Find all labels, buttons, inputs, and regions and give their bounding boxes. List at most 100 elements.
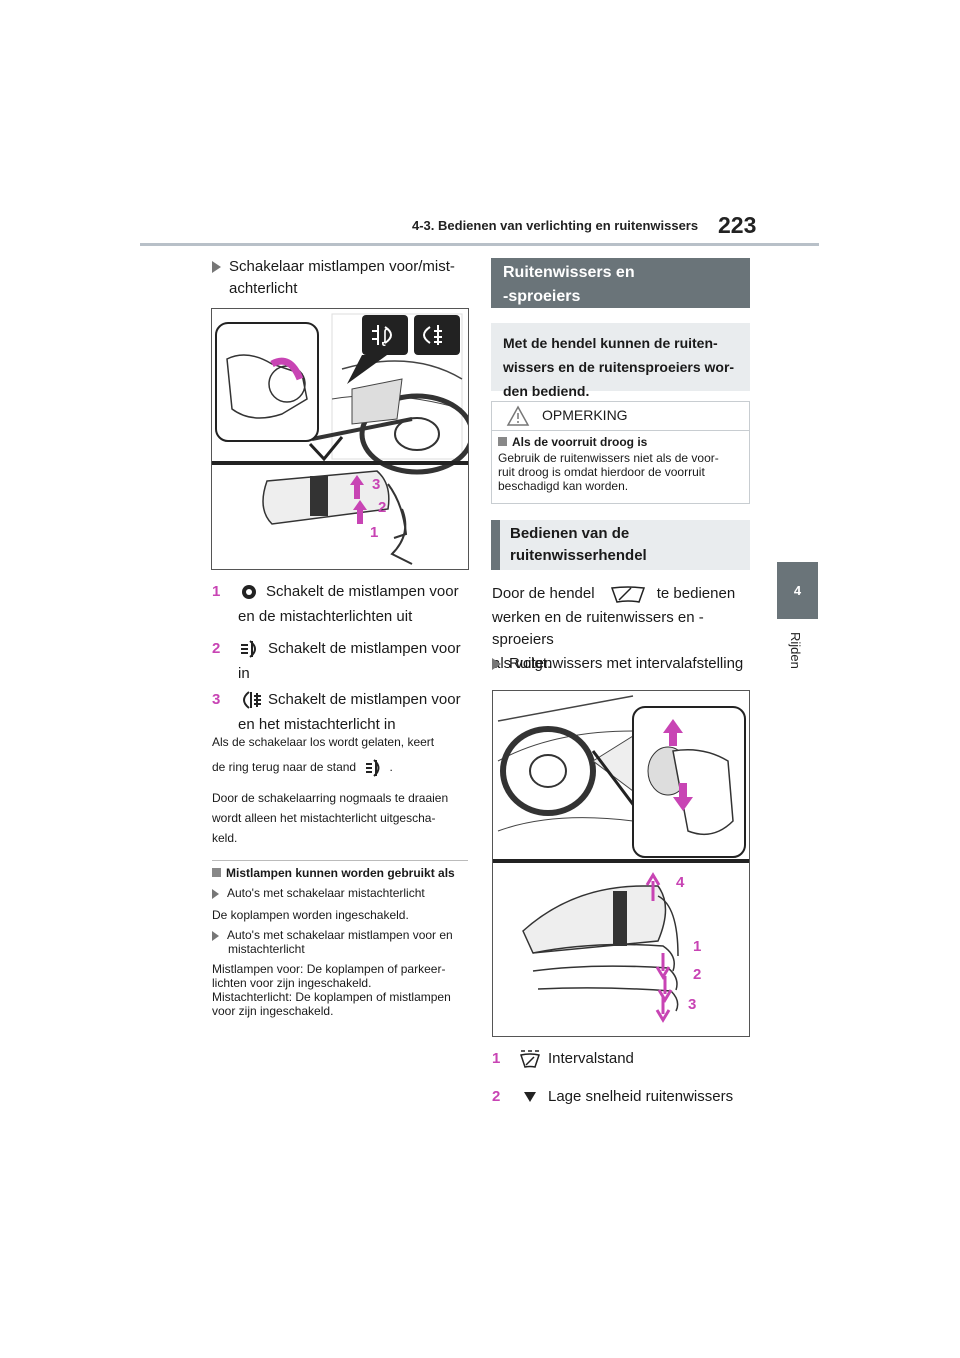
case-text: lichten voor zijn ingeschakeld. bbox=[212, 976, 372, 990]
note-rear-off: Door de schakelaarring nogmaals te draai… bbox=[212, 788, 472, 848]
fog-case-2: Auto's met schakelaar mistlampen voor en… bbox=[212, 928, 472, 1018]
left-heading-line1: Schakelaar mistlampen voor/mist- bbox=[229, 258, 455, 275]
warning-triangle-icon bbox=[506, 405, 530, 426]
note-punct: . bbox=[389, 760, 393, 774]
caution-line: beschadigd kan worden. bbox=[498, 479, 629, 493]
subsection-title-line1: Bedienen van de bbox=[510, 525, 630, 542]
note-line: Als de schakelaar los wordt gelaten, kee… bbox=[212, 735, 435, 749]
down-triangle-icon bbox=[524, 1092, 536, 1103]
callout-1: 1 bbox=[693, 938, 701, 955]
wiper-item-2: 2 Lage snelheid ruitenwissers bbox=[492, 1086, 754, 1108]
item-number: 2 bbox=[212, 640, 221, 657]
intro-box: Met de hendel kunnen de ruiten- wissers … bbox=[491, 323, 750, 399]
intro-line: Met de hendel kunnen de ruiten- bbox=[503, 335, 718, 351]
fog-item-2: 2 Schakelt de mistlampen voor in bbox=[212, 638, 472, 685]
fog-usage-heading-text: Mistlampen kunnen worden gebruikt als bbox=[226, 866, 455, 880]
wiper-bullet: Ruitenwissers met intervalafstelling bbox=[492, 653, 754, 675]
section-title-line2: -sproeiers bbox=[503, 288, 581, 305]
intermittent-wiper-icon bbox=[520, 1050, 540, 1068]
item-text: Intervalstand bbox=[548, 1050, 634, 1067]
case-title-line2: mistachterlicht bbox=[228, 942, 305, 956]
section-title-line1: Ruitenwissers en bbox=[503, 264, 635, 281]
front-fog-lamp-icon bbox=[366, 759, 380, 777]
wiper-lever-figure: 4 1 2 3 bbox=[492, 690, 750, 1037]
square-bullet-icon bbox=[212, 868, 221, 877]
off-ring-icon bbox=[242, 585, 256, 600]
fog-case-1: Auto's met schakelaar mistachterlicht De… bbox=[212, 886, 472, 922]
callout-1: 1 bbox=[370, 524, 378, 541]
rear-fog-lamp-icon bbox=[243, 691, 261, 709]
left-heading: Schakelaar mistlampen voor/mist- achterl… bbox=[212, 256, 472, 300]
note-line: keld. bbox=[212, 831, 238, 845]
body-text: als volgt. bbox=[492, 655, 552, 672]
wiper-item-1: 1 Intervalstand bbox=[492, 1048, 754, 1070]
caution-subheading: Als de voorruit droog is bbox=[492, 431, 749, 449]
page-number: 223 bbox=[718, 212, 757, 238]
item-number: 2 bbox=[492, 1088, 501, 1105]
bullet-arrow-icon bbox=[212, 930, 219, 941]
caution-line: ruit droog is omdat hierdoor de voorruit bbox=[498, 465, 705, 479]
wiper-lever-icon bbox=[610, 586, 645, 603]
item-text-line2: en de mistachterlichten uit bbox=[238, 608, 413, 625]
caution-header: OPMERKING bbox=[492, 402, 749, 431]
case-title: Auto's met schakelaar mistachterlicht bbox=[227, 886, 425, 900]
note-return: Als de schakelaar los wordt gelaten, kee… bbox=[212, 732, 472, 777]
divider bbox=[212, 860, 468, 861]
wiper-bullet-text: Ruitenwissers met intervalafstelling bbox=[509, 655, 744, 672]
item-number: 3 bbox=[212, 691, 221, 708]
item-text: Schakelt de mistlampen voor bbox=[268, 691, 461, 708]
item-number: 1 bbox=[212, 583, 221, 600]
case-text: voor zijn ingeschakeld. bbox=[212, 1004, 334, 1018]
body-text: werken en de ruitenwissers en -sproeiers bbox=[492, 609, 704, 648]
item-text-line2: in bbox=[238, 665, 250, 682]
body-text: Door de hendel bbox=[492, 585, 595, 602]
subsection-wiper-lever: Bedienen van de ruitenwisserhendel bbox=[491, 520, 750, 570]
fog-switch-figure: ᶘ 3 2 1 bbox=[211, 308, 469, 570]
case-text: Mistachterlicht: De koplampen of mistlam… bbox=[212, 990, 451, 1004]
item-text: Schakelt de mistlampen voor bbox=[268, 640, 461, 657]
case-text: De koplampen worden ingeschakeld. bbox=[212, 908, 409, 922]
callout-3: 3 bbox=[372, 476, 380, 493]
item-number: 1 bbox=[492, 1050, 501, 1067]
header-rule bbox=[140, 243, 819, 246]
caution-title: OPMERKING bbox=[542, 407, 628, 423]
caution-line: Gebruik de ruitenwissers niet als de voo… bbox=[498, 451, 719, 465]
intro-line: wissers en de ruitensproeiers wor- bbox=[503, 359, 735, 375]
callout-2: 2 bbox=[693, 966, 701, 983]
intro-line: den bediend. bbox=[503, 383, 590, 399]
callout-3: 3 bbox=[688, 996, 696, 1013]
callout-4: 4 bbox=[676, 874, 685, 891]
caution-box: OPMERKING Als de voorruit droog is Gebru… bbox=[491, 401, 750, 504]
note-line: Door de schakelaarring nogmaals te draai… bbox=[212, 791, 449, 805]
bullet-arrow-icon bbox=[212, 888, 219, 899]
note-line: de ring terug naar de stand bbox=[212, 760, 357, 774]
body-text: te bedienen bbox=[656, 585, 736, 602]
bullet-arrow-icon bbox=[492, 658, 501, 671]
item-text-line2: en het mistachterlicht in bbox=[238, 716, 396, 733]
chapter-label: Rijden bbox=[785, 632, 809, 682]
case-title: Auto's met schakelaar mistlampen voor en bbox=[227, 928, 453, 942]
fog-item-1: 1 Schakelt de mistlampen voor en de mista… bbox=[212, 581, 472, 628]
fog-switch-illustration: ᶘ 3 2 1 bbox=[212, 313, 468, 565]
subsection-title-line2: ruitenwisserhendel bbox=[510, 547, 647, 564]
bullet-arrow-icon bbox=[212, 261, 221, 274]
left-heading-line2: achterlicht bbox=[229, 280, 298, 297]
wiper-lever-illustration: 4 1 2 3 bbox=[493, 695, 749, 1023]
fog-usage-heading: Mistlampen kunnen worden gebruikt als bbox=[212, 866, 472, 880]
running-header: 4-3. Bedienen van verlichting en ruitenw… bbox=[412, 218, 699, 233]
caution-subheading-text: Als de voorruit droog is bbox=[512, 435, 648, 449]
chapter-label-text: Rijden bbox=[788, 632, 803, 669]
fog-item-3: 3 Schakelt de mistlampen voor en het mist… bbox=[212, 689, 472, 736]
svg-text:ᶘ: ᶘ bbox=[382, 326, 389, 347]
square-bullet-icon bbox=[498, 437, 507, 446]
item-text: Schakelt de mistlampen voor bbox=[266, 583, 459, 600]
wiper-body-text: Door de hendel te bedienen werken en de … bbox=[492, 583, 754, 675]
case-text: Mistlampen voor: De koplampen of parkeer… bbox=[212, 962, 446, 976]
callout-2: 2 bbox=[378, 499, 386, 516]
note-line: wordt alleen het mistachterlicht uitgesc… bbox=[212, 811, 436, 825]
front-fog-lamp-icon bbox=[241, 640, 256, 658]
chapter-tab[interactable]: 4 bbox=[777, 562, 818, 619]
item-text: Lage snelheid ruitenwissers bbox=[548, 1088, 734, 1105]
section-wipers: Ruitenwissers en -sproeiers bbox=[491, 258, 750, 308]
caution-text: Gebruik de ruitenwissers niet als de voo… bbox=[492, 449, 749, 493]
